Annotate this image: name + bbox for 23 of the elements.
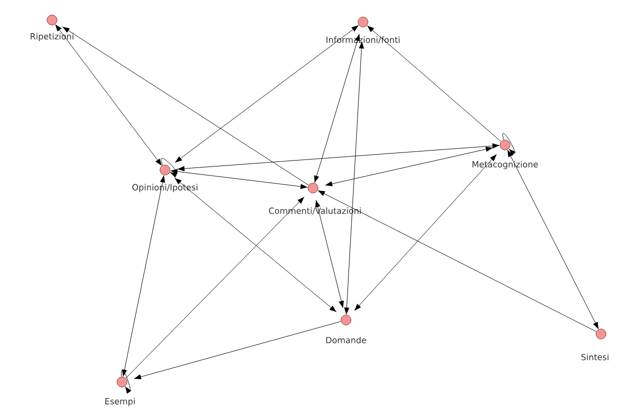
arrow xyxy=(502,133,516,156)
arrow xyxy=(134,321,341,380)
arrow xyxy=(318,190,596,332)
arrow xyxy=(314,34,360,183)
arrow xyxy=(126,196,304,378)
arrow xyxy=(55,24,162,166)
arrow xyxy=(121,370,132,394)
arrow xyxy=(507,150,599,330)
arrow xyxy=(324,146,494,186)
arrow xyxy=(366,25,502,142)
arrow xyxy=(177,143,500,172)
node-label: Domande xyxy=(326,336,366,344)
arrow xyxy=(122,175,166,377)
node-label: Sintesi xyxy=(581,354,608,360)
arrow xyxy=(160,158,178,178)
arrow xyxy=(344,41,364,315)
arrow xyxy=(62,26,309,186)
arrow xyxy=(170,168,308,190)
arrow xyxy=(174,25,359,163)
arrow xyxy=(354,154,497,311)
arrow xyxy=(174,178,337,312)
node-label: Esempi xyxy=(105,398,135,406)
arrow xyxy=(315,200,344,308)
